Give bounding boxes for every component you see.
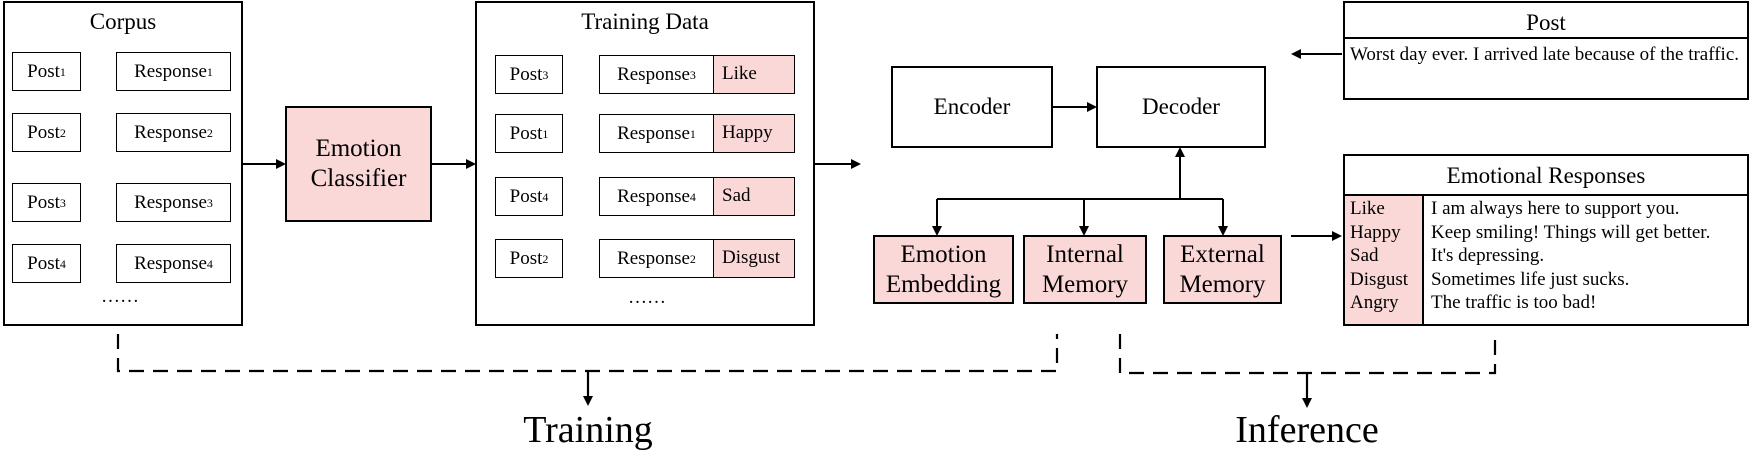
post-label: Post: [27, 60, 60, 82]
post-label: Post: [27, 121, 60, 143]
emotion-column: Like Happy Sad Disgust Angry: [1345, 196, 1424, 324]
module-line-2: Memory: [1041, 270, 1129, 298]
post-label: Post: [27, 252, 60, 274]
inference-phase-label: Inference: [1235, 409, 1379, 451]
training-emotion-1: Like: [713, 55, 795, 94]
training-emotion-3: Sad: [713, 177, 795, 216]
response-label: Response: [617, 122, 690, 144]
emotion-classifier-box: Emotion Classifier: [285, 106, 432, 222]
post-panel-text: Worst day ever. I arrived late because o…: [1350, 44, 1740, 65]
response-label: Response: [134, 60, 207, 82]
response-text: Sometimes life just sucks.: [1431, 268, 1630, 290]
training-phase-label: Training: [523, 409, 653, 451]
training-emotion-2: Happy: [713, 114, 795, 153]
encoder-box: Encoder: [891, 66, 1053, 148]
response-label: Response: [617, 185, 690, 207]
response-label: Response: [617, 247, 690, 269]
decoder-box: Decoder: [1096, 66, 1266, 148]
emotion-embedding-box: Emotion Embedding: [873, 235, 1014, 304]
module-line-1: Internal: [1046, 240, 1124, 268]
response-label: Response: [134, 191, 207, 213]
post-label: Post: [27, 191, 60, 213]
emotion-label: Happy: [1350, 221, 1401, 243]
training-bracket: [116, 334, 1059, 373]
response-label: Response: [134, 252, 207, 274]
module-line-2: Embedding: [885, 270, 1002, 298]
response-label: Response: [617, 63, 690, 85]
internal-memory-box: Internal Memory: [1023, 235, 1147, 304]
post-panel-title: Post: [1345, 3, 1747, 39]
emotion-label: Like: [1350, 198, 1385, 219]
post-label: Post: [509, 122, 543, 144]
response-text: Keep smiling! Things will get better.: [1431, 221, 1711, 243]
post-label: Post: [509, 63, 543, 85]
training-data-title: Training Data: [581, 9, 709, 34]
module-line-2: Memory: [1179, 270, 1266, 298]
response-text: It's depressing.: [1431, 245, 1545, 267]
external-memory-box: External Memory: [1163, 235, 1282, 304]
classifier-line-1: Emotion: [315, 135, 402, 162]
inference-bracket: [1118, 334, 1497, 375]
classifier-line-2: Classifier: [310, 165, 407, 192]
responses-panel: Emotional Responses Like Happy Sad Disgu…: [1343, 154, 1749, 326]
module-line-1: External: [1180, 240, 1265, 268]
corpus-ellipsis: ……: [101, 286, 139, 307]
response-text: I am always here to support you.: [1431, 198, 1680, 219]
training-ellipsis: ……: [628, 287, 666, 308]
emotion-label: Angry: [1350, 292, 1399, 314]
module-line-1: Emotion: [900, 240, 987, 268]
post-label: Post: [509, 185, 543, 207]
corpus-title: Corpus: [89, 9, 157, 34]
post-label: Post: [509, 247, 543, 269]
post-panel: Post Worst day ever. I arrived late beca…: [1343, 1, 1749, 100]
response-column: I am always here to support you. Keep sm…: [1425, 196, 1747, 324]
response-label: Response: [134, 121, 207, 143]
responses-title: Emotional Responses: [1345, 156, 1747, 196]
emotion-label: Disgust: [1350, 268, 1409, 290]
emotion-label: Sad: [1350, 245, 1379, 267]
response-text: The traffic is too bad!: [1431, 292, 1597, 314]
training-emotion-4: Disgust: [713, 239, 795, 278]
